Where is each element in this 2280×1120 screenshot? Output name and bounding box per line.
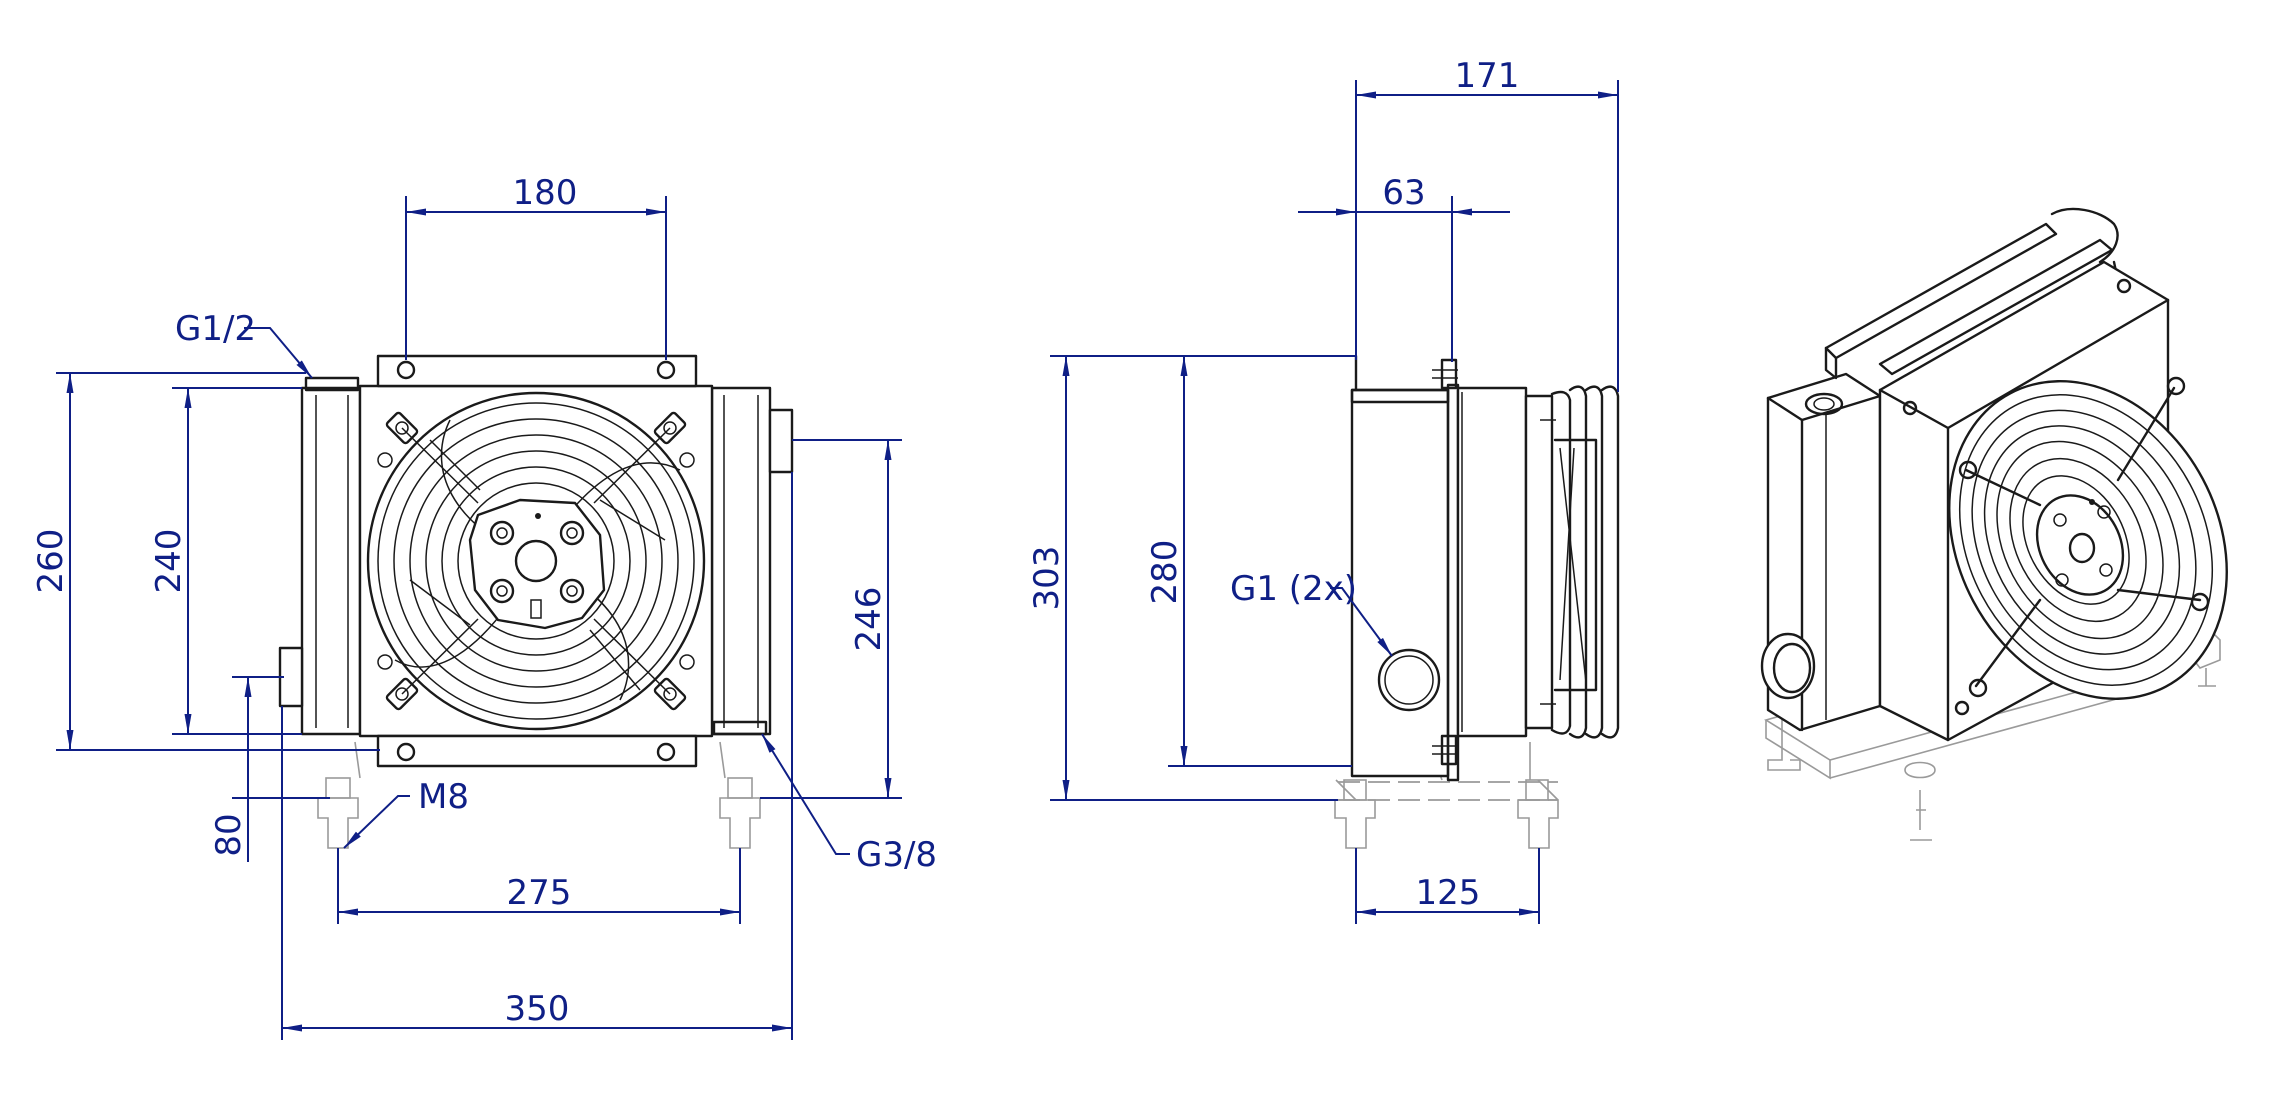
front-view-dimensions: 180 260 240 246 G1/2 80 M8 G3/8	[31, 173, 937, 1040]
side-mounting-feet	[1334, 741, 1559, 849]
dim-front-height-right: 246	[849, 587, 889, 652]
dim-front-width-top: 180	[513, 173, 578, 213]
dim-front-height-inner: 240	[149, 529, 189, 594]
front-view	[278, 354, 794, 849]
side-view	[1334, 354, 1620, 849]
right-header-tank	[710, 386, 772, 736]
dim-overall-depth: 171	[1455, 56, 1520, 96]
bottom-mounting-bracket	[376, 734, 698, 768]
side-header-tank	[1350, 388, 1450, 778]
side-core	[1456, 386, 1528, 738]
dim-overall-width: 350	[505, 989, 570, 1029]
iso-header-tank	[1760, 372, 1882, 732]
dim-overall-height: 303	[1027, 546, 1067, 611]
label-port-g3-8: G3/8	[856, 835, 937, 875]
side-fan-guard	[1524, 385, 1620, 739]
top-mounting-bracket	[376, 354, 698, 388]
label-mount-thread: M8	[418, 777, 469, 817]
isometric-view	[1760, 207, 2228, 841]
dim-mount-spacing-front: 275	[507, 873, 572, 913]
dim-flange-offset: 63	[1382, 173, 1425, 213]
iso-fan-guard	[1948, 376, 2228, 700]
left-header-tank	[300, 386, 362, 736]
dim-front-height-outer: 260	[31, 529, 71, 594]
label-port-g1-2: G1/2	[175, 309, 256, 349]
dim-body-height: 280	[1145, 540, 1185, 605]
dim-mount-spacing-side: 125	[1416, 873, 1481, 913]
fan-motor-hub	[468, 498, 606, 630]
upper-right-port	[768, 408, 794, 474]
iso-top-bracket	[1824, 207, 2122, 380]
dim-port-height: 80	[209, 813, 249, 856]
front-mounting-feet	[317, 741, 761, 849]
fan-guard	[366, 391, 706, 731]
side-port-g1	[1377, 648, 1441, 712]
iso-port-g1	[1760, 632, 1816, 700]
side-view-dimensions: 171 63 303 280 G1 (2x) 125	[1027, 56, 1619, 924]
